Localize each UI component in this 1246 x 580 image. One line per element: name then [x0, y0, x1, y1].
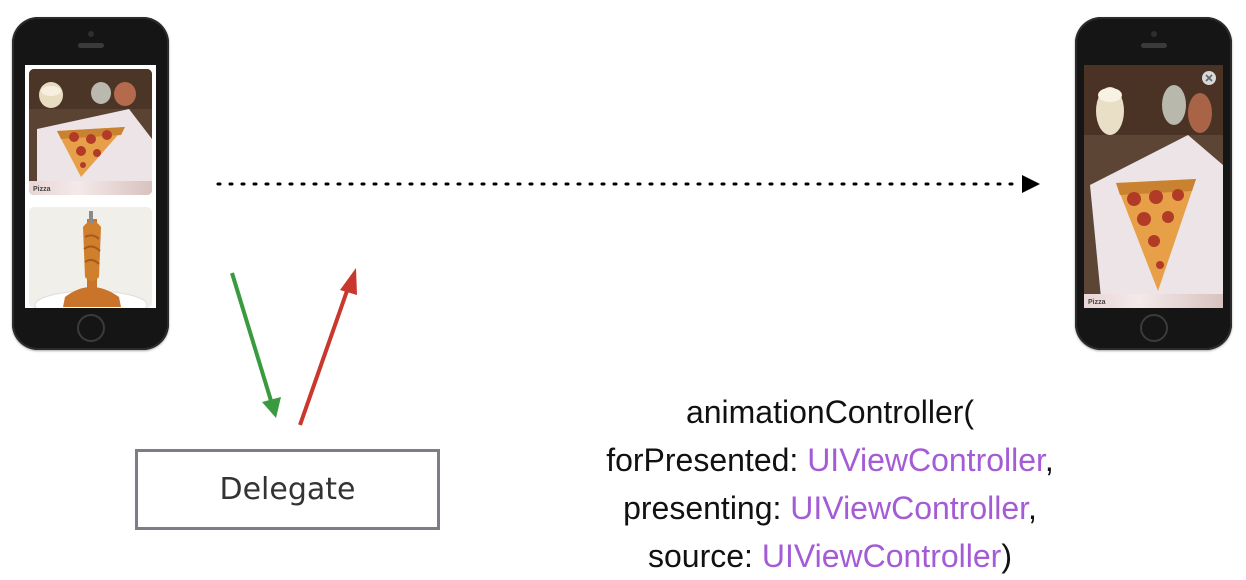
delegate-response-arrow — [298, 287, 350, 426]
signature-line-3: presenting: UIViewController, — [560, 484, 1100, 532]
transition-arrowhead-icon — [1022, 175, 1040, 193]
pizza-card[interactable]: Pizza — [29, 69, 152, 195]
punctuation: , — [1044, 442, 1054, 478]
param-type: UIViewController — [807, 442, 1045, 478]
signature-line-4: source: UIViewController) — [560, 532, 1100, 580]
method-name: animationController( — [685, 394, 975, 430]
param-label: presenting: — [623, 490, 791, 526]
phone-camera — [88, 31, 94, 37]
punctuation: , — [1028, 490, 1037, 526]
presenting-phone: Pizza — [12, 17, 169, 350]
phone-camera — [1151, 31, 1157, 37]
close-icon[interactable] — [1202, 71, 1216, 85]
method-signature: animationController( forPresented: UIVie… — [560, 388, 1100, 580]
detail-screen: Pizza — [1084, 65, 1223, 308]
param-label: source: — [648, 538, 762, 574]
presented-phone: Pizza — [1075, 17, 1232, 350]
pasta-photo — [29, 207, 152, 308]
phone-screen: Pizza — [25, 65, 156, 308]
delegate-request-arrowhead-icon — [262, 397, 281, 418]
pizza-photo — [29, 69, 152, 195]
delegate-request-arrow — [230, 272, 274, 405]
signature-line-1: animationController( — [560, 388, 1100, 436]
punctuation: ) — [1001, 538, 1012, 574]
delegate-response-arrowhead-icon — [340, 268, 357, 295]
param-type: UIViewController — [761, 538, 1002, 574]
home-button — [1140, 314, 1168, 342]
home-button — [77, 314, 105, 342]
signature-line-2: forPresented: UIViewController, — [560, 436, 1100, 484]
delegate-label: Delegate — [219, 472, 356, 507]
detail-caption: Pizza — [1088, 299, 1106, 306]
card-caption-bar — [29, 181, 152, 195]
param-label: forPresented: — [606, 442, 808, 478]
phone-speaker — [78, 43, 104, 48]
close-glyph-icon — [1205, 74, 1213, 82]
card-caption: Pizza — [33, 186, 51, 193]
phone-speaker — [1141, 43, 1167, 48]
pizza-detail-photo — [1084, 65, 1223, 308]
delegate-box: Delegate — [135, 449, 440, 530]
detail-caption-bar — [1084, 294, 1223, 308]
param-type: UIViewController — [790, 490, 1029, 526]
pasta-card[interactable] — [29, 207, 152, 308]
